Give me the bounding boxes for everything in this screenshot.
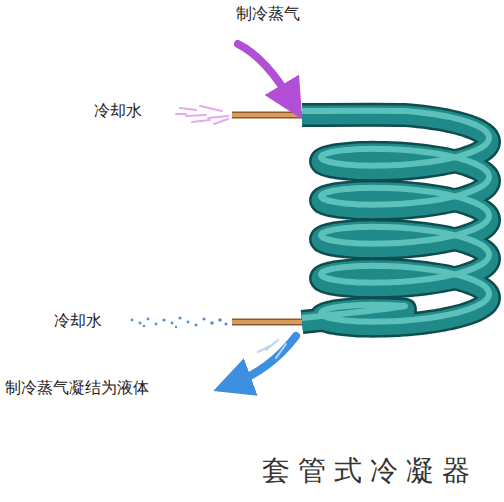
part-label: 制冷蒸气凝结为液体 (5, 378, 149, 397)
coil-tube (302, 115, 489, 326)
diagram-title: 套管式冷凝器 (262, 454, 478, 488)
copper-pipe (232, 319, 302, 326)
part-label: 冷却水 (94, 101, 142, 120)
part-label: 冷却水 (54, 311, 102, 330)
water-spray (258, 340, 286, 358)
coil-tube (302, 111, 489, 322)
coil-tube (302, 111, 489, 326)
liquid-arrow (232, 336, 296, 384)
vapor-arrow (238, 44, 292, 102)
coil-tube (302, 115, 489, 326)
copper-pipe (232, 112, 302, 119)
copper-pipe (232, 320, 302, 324)
copper-pipe (232, 113, 302, 117)
water-spray (131, 316, 228, 328)
water-spray (176, 106, 228, 124)
part-label: 制冷蒸气 (236, 4, 300, 23)
